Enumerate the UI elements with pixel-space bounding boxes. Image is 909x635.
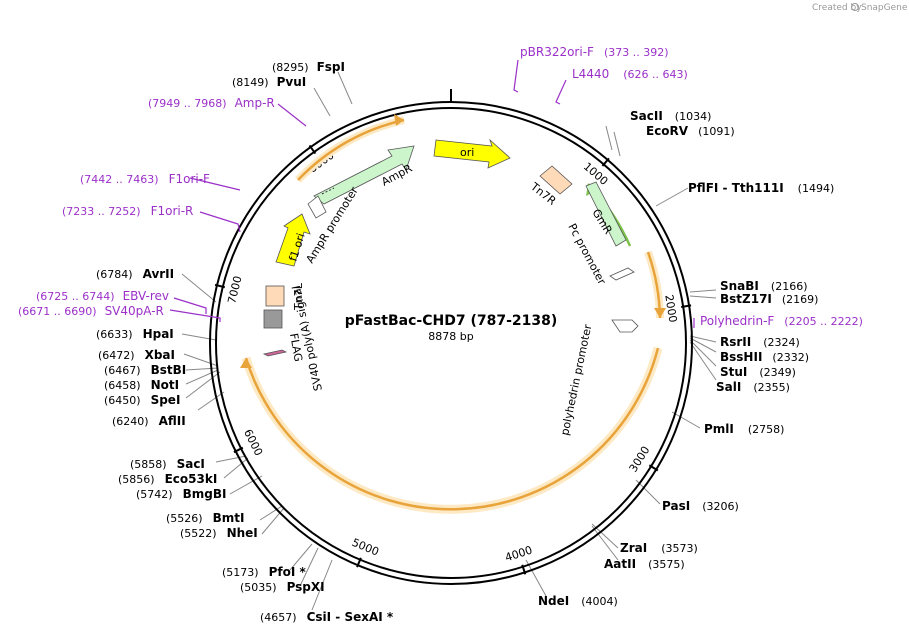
tick-mark	[601, 157, 610, 167]
tick-label: 2000	[662, 294, 679, 324]
orf-arcs	[240, 114, 666, 514]
feature-polyhedrin-promoter	[611, 319, 639, 333]
feature-label-flag: FLAG	[287, 332, 305, 362]
plasmid-name: pFastBac-CHD7 (787-2138)	[345, 313, 558, 329]
enzyme-noti: (6458)NotI	[104, 378, 179, 392]
feature-label-ori: ori	[460, 146, 474, 159]
enzyme-spei: (6450)SpeI	[104, 393, 180, 407]
enzyme-labels: (8295)FspI (8149)PvuI SacII(1034) EcoRV(…	[96, 60, 834, 624]
feature-ori	[433, 138, 511, 169]
feature-f1-ori	[275, 213, 311, 267]
enzyme-aflii: (6240)AflII	[112, 414, 186, 428]
tick-mark	[356, 557, 362, 568]
enzyme-stui: StuI(2349)	[720, 365, 796, 379]
primer-sv40pa-r: (6671 .. 6690)SV40pA-R	[18, 304, 164, 318]
feature-flag	[262, 349, 288, 357]
enzyme-pmli: PmlI(2758)	[704, 422, 784, 436]
enzyme-pflfi-tth111i: PflFI - Tth111I(1494)	[688, 181, 834, 195]
enzyme-bmgbi: (5742)BmgBI	[136, 487, 226, 501]
tick-label: 5000	[350, 536, 381, 559]
feature-label-tn7l: Tn7L	[292, 282, 305, 311]
primer-pbr322ori-f: pBR322ori-F(373 .. 392)	[520, 45, 669, 59]
primer-ebv-rev: (6725 .. 6744)EBV-rev	[36, 289, 169, 303]
primer-amp-r: (7949 .. 7968)Amp-R	[148, 96, 275, 110]
tick-mark	[308, 144, 317, 155]
tick-mark	[648, 464, 659, 472]
watermark-created-by: Created by	[812, 3, 862, 13]
enzyme-pfoi: (5173)PfoI *	[222, 565, 306, 579]
primer-polyhedrin-f: Polyhedrin-F(2205 .. 2222)	[700, 314, 863, 328]
tick-label: 4000	[503, 543, 534, 564]
enzyme-aatii: AatII(3575)	[604, 557, 685, 571]
enzyme-fspi: (8295)FspI	[272, 60, 345, 74]
enzyme-pasi: PasI(3206)	[662, 499, 739, 513]
tick-label: 7000	[225, 275, 244, 305]
feature-label-polyhedrin-promoter: polyhedrin promoter	[558, 323, 594, 437]
enzyme-rsrii: RsrII(2324)	[720, 335, 800, 349]
watermark-brand: SnapGene	[861, 3, 908, 13]
enzyme-snabi: SnaBI(2166)	[720, 279, 807, 293]
tick-mark	[233, 446, 244, 454]
plasmid-length: 8878 bp	[428, 330, 473, 343]
enzyme-bmti: (5526)BmtI	[166, 511, 244, 525]
tick-label: 6000	[241, 427, 265, 458]
tick-mark	[681, 304, 692, 308]
primer-labels: pBR322ori-F(373 .. 392) L4440(626 .. 643…	[18, 45, 863, 328]
enzyme-bsshii: BssHII(2332)	[720, 350, 809, 364]
primer-l4440: L4440(626 .. 643)	[572, 67, 688, 81]
primer-f1ori-r: (7233 .. 7252)F1ori-R	[62, 204, 193, 218]
site-lines	[181, 71, 717, 611]
feature-ampr	[313, 145, 415, 205]
enzyme-avrii: (6784)AvrII	[96, 267, 174, 281]
enzyme-ecorv: EcoRV(1091)	[646, 124, 735, 138]
feature-tn7r	[539, 165, 573, 195]
enzyme-nhei: (5522)NheI	[180, 526, 258, 540]
enzyme-sali: SalI(2355)	[716, 380, 790, 394]
enzyme-pspxi: (5035)PspXI	[240, 580, 325, 594]
feature-tn7l	[265, 285, 285, 307]
feature-ampr-promoter	[307, 195, 327, 219]
primer-f1ori-f: (7442 .. 7463)F1ori-F	[80, 172, 210, 186]
enzyme-csii-sexai: (4657)CsiI - SexAI *	[260, 610, 394, 624]
enzyme-ndei: NdeI(4004)	[538, 594, 618, 608]
enzyme-bstbi: (6467)BstBI	[104, 363, 186, 377]
enzyme-sacii: SacII(1034)	[630, 109, 711, 123]
enzyme-eco53ki: (5856)Eco53kI	[118, 472, 217, 486]
feature-sv40-polya	[263, 309, 283, 329]
feature-pc-promoter	[609, 267, 635, 281]
enzyme-xbai: (6472)XbaI	[98, 348, 175, 362]
primer-markers	[169, 59, 695, 328]
snapgene-watermark: Created by SnapGene	[812, 3, 908, 13]
enzyme-pvui: (8149)PvuI	[232, 75, 306, 89]
snapgene-logo-icon	[851, 3, 859, 11]
features: ori AmpR AmpR promoter f1 ori Tn7R GmR P…	[262, 138, 639, 437]
tick-mark	[214, 283, 226, 289]
plasmid-backbone	[209, 89, 693, 585]
enzyme-saci: (5858)SacI	[130, 457, 205, 471]
enzyme-zrai: ZraI(3573)	[620, 541, 698, 555]
enzyme-bstz17i: BstZ17I(2169)	[720, 292, 818, 306]
enzyme-hpai: (6633)HpaI	[96, 327, 174, 341]
feature-gmr	[585, 181, 627, 247]
tick-mark	[521, 564, 527, 575]
